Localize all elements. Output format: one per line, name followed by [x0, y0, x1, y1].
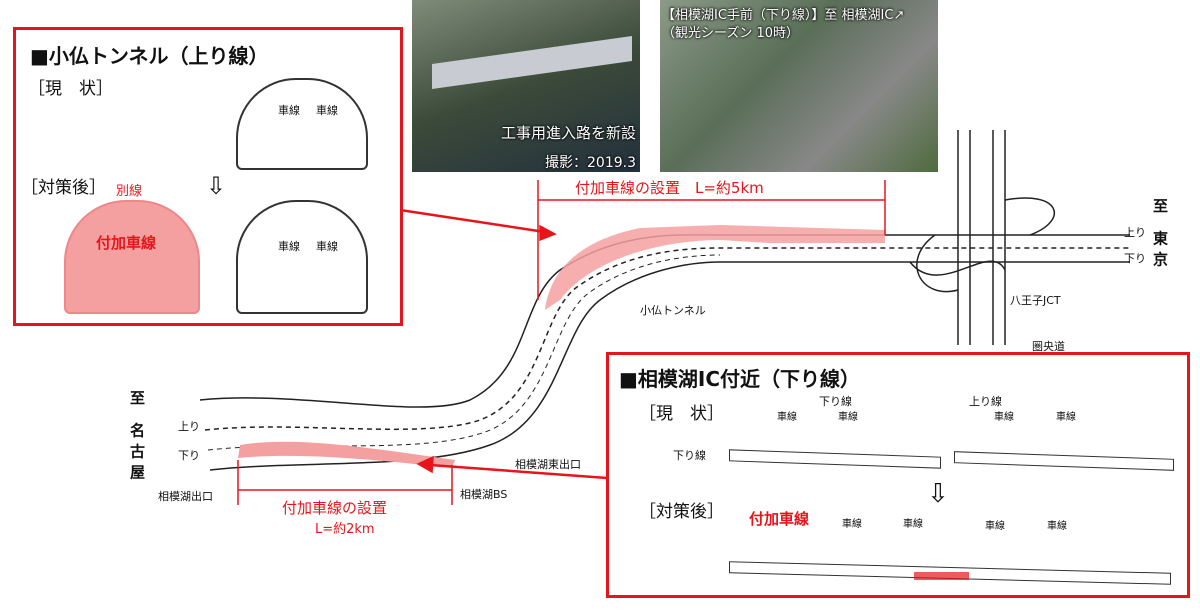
to-tokyo-label: 至 東京	[1151, 198, 1169, 273]
lane-label: 車線	[777, 412, 797, 423]
lane-label: 車線	[903, 519, 923, 530]
photo-caption: 工事用進入路を新設	[500, 124, 636, 142]
added-lane-label: 付加車線	[96, 234, 157, 252]
lane-label: 車線	[316, 104, 338, 117]
lane-label: 車線	[985, 521, 1005, 532]
added-lane-label: 付加車線	[749, 510, 810, 528]
photo-subcaption: （観光シーズン 10時）	[662, 26, 800, 41]
lane-label: 車線	[994, 412, 1014, 423]
down-arrow-icon: ⇩	[206, 172, 227, 200]
panel-title: ■相模湖IC付近（下り線）	[619, 367, 861, 391]
sagamiko-exit-label: 相模湖出口	[158, 490, 213, 503]
existing-tunnel-after	[236, 200, 368, 314]
added-lane-widening	[914, 572, 969, 580]
down-label: 下り	[1124, 252, 1146, 265]
down-line-label: 下り線	[673, 449, 706, 462]
current-label: ［現 状］	[639, 404, 724, 424]
traffic-photo: 【相模湖IC手前（下り線）】至 相模湖IC↗ （観光シーズン 10時）	[660, 0, 938, 172]
down-line-label: 下り線	[819, 395, 852, 408]
to-nagoya-label: 至 名古屋	[128, 390, 146, 486]
lane-label: 車線	[842, 519, 862, 530]
kobotoke-tunnel-panel: ■小仏トンネル（上り線） ［現 状］ ［対策後］ 別線 車線 車線 車線 車線 …	[13, 27, 403, 326]
added-lane-lower	[238, 441, 455, 468]
existing-tunnel-current	[236, 78, 368, 170]
hachioji-jct-label: 八王子JCT	[1010, 294, 1061, 307]
after-label: ［対策後］	[21, 178, 106, 198]
lane-label: 車線	[838, 412, 858, 423]
kobotoke-tunnel-label: 小仏トンネル	[640, 304, 706, 317]
added-lane-upper	[545, 225, 885, 310]
photo-caption: 【相模湖IC手前（下り線）】至 相模湖IC↗	[662, 8, 905, 23]
up-label: 上り	[1124, 226, 1146, 239]
lower-lane-length: L=約2km	[315, 522, 375, 537]
photo-date: 撮影：2019.3	[545, 155, 636, 171]
construction-photo: 工事用進入路を新設 撮影：2019.3	[412, 0, 640, 172]
deck-current-down	[729, 449, 941, 469]
down-label: 下り	[178, 449, 200, 462]
up-line-label: 上り線	[969, 395, 1002, 408]
panel-title: ■小仏トンネル（上り線）	[30, 44, 269, 68]
after-label: ［対策後］	[639, 502, 724, 522]
lane-label: 車線	[278, 240, 300, 253]
new-tunnel	[64, 200, 200, 314]
lane-label: 車線	[316, 240, 338, 253]
sagamiko-ic-panel: ■相模湖IC付近（下り線） ［現 状］ ［対策後］ 下り線 上り線 下り線 車線…	[606, 352, 1190, 598]
up-label: 上り	[178, 420, 200, 433]
sagamiko-bs-label: 相模湖BS	[460, 488, 508, 501]
lane-label: 車線	[278, 104, 300, 117]
down-arrow-icon: ⇩	[927, 479, 949, 509]
upper-lane-length-label: 付加車線の設置 L=約5km	[575, 179, 764, 197]
deck-current-up	[954, 451, 1174, 471]
ken-o-do-label: 圏央道	[1032, 340, 1065, 353]
bypass-label: 別線	[116, 184, 143, 199]
current-label: ［現 状］	[28, 79, 113, 99]
lower-lane-label: 付加車線の設置	[282, 499, 388, 517]
lane-label: 車線	[1047, 521, 1067, 532]
sagamiko-east-exit-label: 相模湖東出口	[515, 458, 581, 471]
lane-label: 車線	[1056, 412, 1076, 423]
